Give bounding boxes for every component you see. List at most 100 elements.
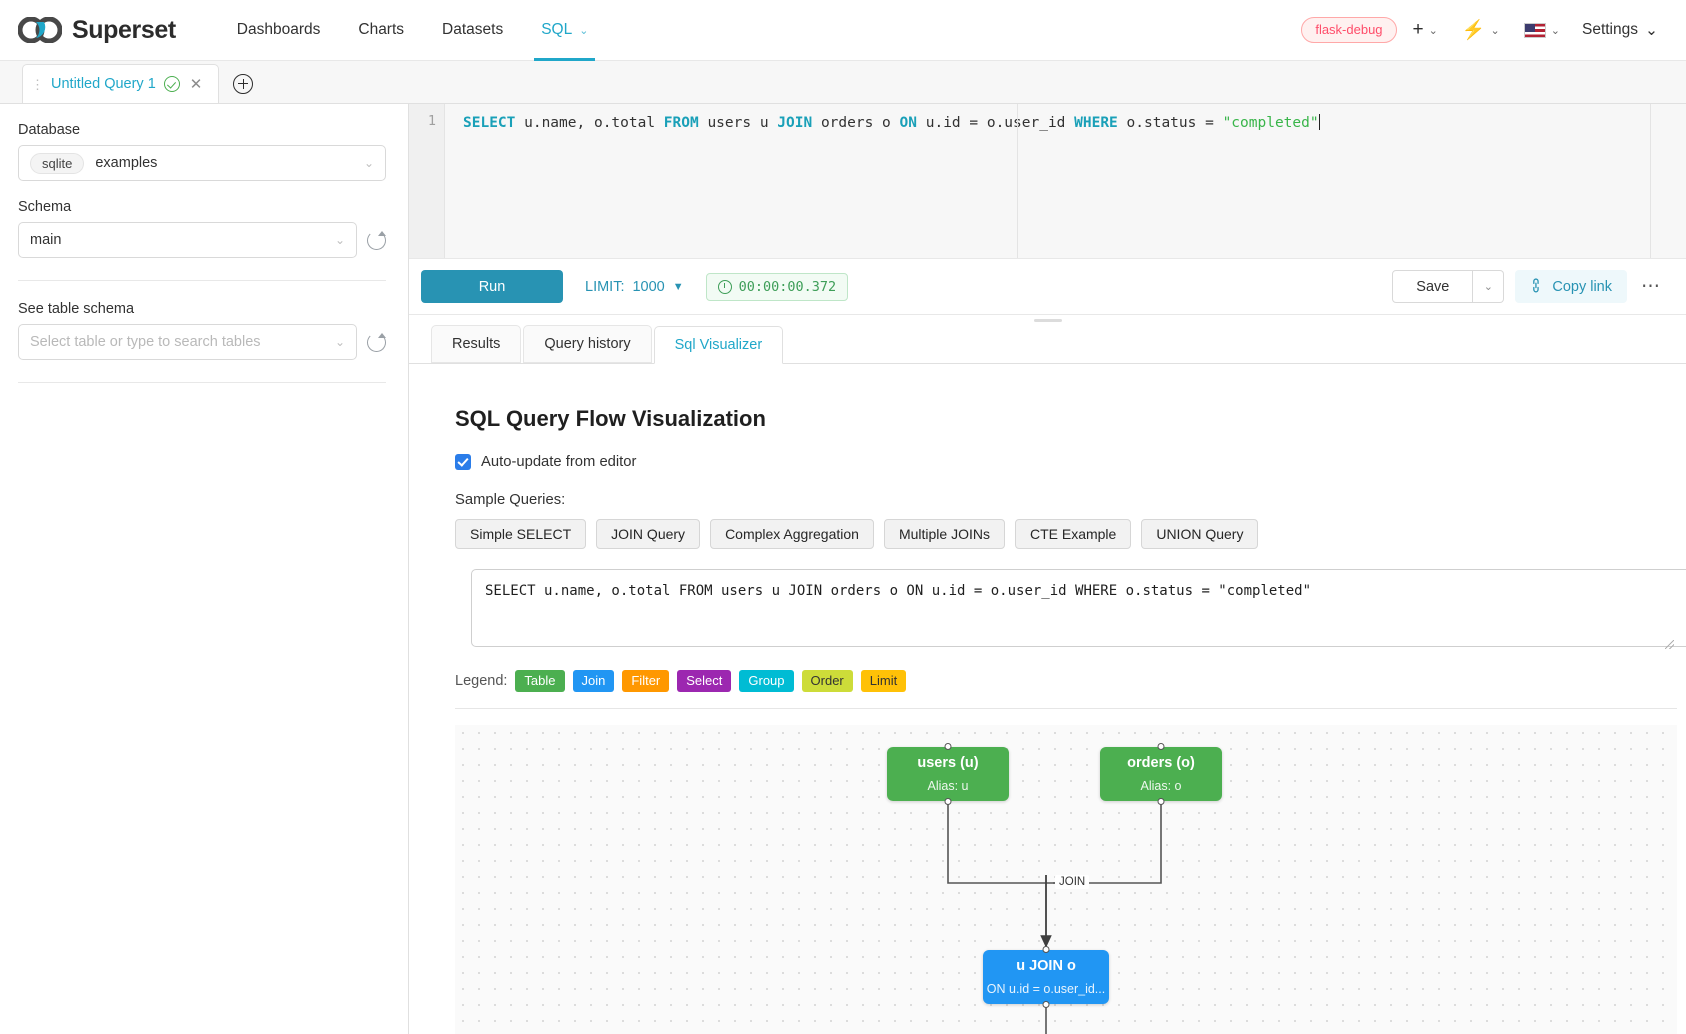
superset-logo-icon <box>18 17 62 43</box>
timer-value: 00:00:00.372 <box>738 278 837 295</box>
chevron-down-icon: ⌄ <box>1490 24 1500 37</box>
right-panel: 1 SELECT u.name, o.total FROM users u JO… <box>409 104 1686 1034</box>
see-table-schema-label: See table schema <box>18 301 135 317</box>
nav-link-label: Charts <box>358 21 405 38</box>
node-handle-top[interactable] <box>1042 946 1050 953</box>
node-handle-top[interactable] <box>1157 743 1165 750</box>
save-button[interactable]: Save <box>1392 270 1474 303</box>
sample-query-button-0[interactable]: Simple SELECT <box>455 519 587 549</box>
clock-icon <box>717 279 732 294</box>
limit-dropdown[interactable]: LIMIT: 1000 ▼ <box>585 279 684 295</box>
database-select[interactable]: sqlite examples ⌄ <box>18 145 386 181</box>
node-handle-bottom[interactable] <box>1042 1001 1050 1008</box>
copy-link-label: Copy link <box>1552 278 1612 295</box>
flow-node-users[interactable]: users (u) Alias: u <box>887 743 1009 805</box>
schema-label: Schema <box>18 199 72 215</box>
settings-menu[interactable]: Settings ⌄ <box>1576 21 1664 40</box>
chevron-down-icon: ⌄ <box>363 156 374 170</box>
tab-query-history[interactable]: Query history <box>523 325 652 363</box>
sample-query-button-1[interactable]: JOIN Query <box>596 519 701 549</box>
save-dropdown-button[interactable]: ⌄ <box>1473 270 1505 303</box>
flow-node-title: users (u) <box>917 755 979 772</box>
sql-editor[interactable]: 1 SELECT u.name, o.total FROM users u JO… <box>409 104 1686 259</box>
schema-row: main ⌄ <box>18 222 386 258</box>
node-handle-bottom[interactable] <box>1157 798 1165 805</box>
sample-query-button-3[interactable]: Multiple JOINs <box>883 519 1005 549</box>
nav-link-label: Dashboards <box>236 21 321 38</box>
tab-results[interactable]: Results <box>431 325 522 363</box>
toolbar-right: Save ⌄ Copy link ⋯ <box>1392 270 1664 303</box>
more-options-icon[interactable]: ⋯ <box>1641 276 1661 297</box>
code-token: ON <box>899 115 917 131</box>
nav-link-sql[interactable]: SQL ⌄ <box>522 0 607 61</box>
drag-handle-icon[interactable]: ⋮ <box>31 76 44 92</box>
code-token: WHERE <box>1074 115 1118 131</box>
flow-node-orders[interactable]: orders (o)Alias: o <box>1100 743 1222 805</box>
sample-query-button-5[interactable]: UNION Query <box>1141 519 1259 549</box>
flow-node-subtitle: ON u.id = o.user_id... <box>986 981 1106 996</box>
flow-node-title: u JOIN o <box>1016 958 1076 975</box>
query-textarea[interactable] <box>471 569 1686 647</box>
nav-link-dashboards[interactable]: Dashboards <box>218 0 340 61</box>
link-icon <box>1526 276 1548 298</box>
flow-node-subtitle: Alias: u <box>927 778 969 793</box>
close-icon[interactable]: ✕ <box>189 75 203 93</box>
refresh-tables-icon[interactable] <box>367 332 386 352</box>
panel-splitter[interactable] <box>409 315 1686 325</box>
add-query-tab-button[interactable] <box>219 64 267 103</box>
auto-update-row: Auto-update from editor <box>455 454 1650 470</box>
copy-link-button[interactable]: Copy link <box>1515 270 1627 303</box>
chevron-down-icon: ⌄ <box>1550 24 1560 37</box>
table-select[interactable]: Select table or type to search tables ⌄ <box>18 324 357 360</box>
code-token: FROM <box>663 115 699 131</box>
code-token: u.name, o.total <box>515 115 664 131</box>
editor-gutter: 1 <box>409 104 445 258</box>
language-selector[interactable]: ⌄ <box>1516 19 1568 42</box>
flow-canvas[interactable]: users (u) Alias: u orders (o)Alias: o u JOI… <box>455 725 1677 1034</box>
schema-select[interactable]: main ⌄ <box>18 222 357 258</box>
sample-query-button-4[interactable]: CTE Example <box>1014 519 1132 549</box>
sample-query-button-2[interactable]: Complex Aggregation <box>710 519 874 549</box>
query-tab-untitled-query-1[interactable]: ⋮ Untitled Query 1 ✕ <box>22 64 220 103</box>
splitter-handle[interactable] <box>1033 318 1062 322</box>
main-body: Database sqlite examples ⌄ Schema main ⌄… <box>0 104 1686 1034</box>
flask-debug-badge: flask-debug <box>1301 17 1397 43</box>
settings-label: Settings <box>1581 21 1638 38</box>
node-handle-bottom[interactable] <box>944 798 952 805</box>
brand-name: Superset <box>72 15 176 44</box>
run-button[interactable]: Run <box>421 270 563 303</box>
schema-value: main <box>30 232 62 248</box>
nav-link-datasets[interactable]: Datasets <box>423 0 522 61</box>
database-value: examples <box>95 155 158 171</box>
legend-chip-join: Join <box>572 670 615 692</box>
bolt-button[interactable]: ⚡ ⌄ <box>1454 14 1508 46</box>
tab-label: Results <box>452 336 501 352</box>
result-tabs: Results Query history Sql Visualizer <box>409 325 1686 364</box>
query-timer: 00:00:00.372 <box>705 272 849 301</box>
auto-update-checkbox[interactable] <box>455 454 471 470</box>
sample-queries-label: Sample Queries: <box>455 492 566 508</box>
legend-chip-group: Group <box>739 670 794 692</box>
query-tab-label: Untitled Query 1 <box>51 76 156 92</box>
panel-divider-2 <box>18 382 386 383</box>
legend-chip-filter: Filter <box>622 670 670 692</box>
database-label: Database <box>18 122 81 138</box>
table-placeholder: Select table or type to search tables <box>30 334 261 350</box>
new-item-button[interactable]: + ⌄ <box>1405 15 1446 45</box>
code-token: "completed" <box>1222 115 1319 131</box>
refresh-schema-icon[interactable] <box>367 230 386 250</box>
editor-code[interactable]: SELECT u.name, o.total FROM users u JOIN… <box>445 104 1686 258</box>
text-cursor <box>1318 114 1320 130</box>
brand-logo-group[interactable]: Superset <box>18 16 176 45</box>
tab-sql-visualizer[interactable]: Sql Visualizer <box>653 326 784 364</box>
flow-node-join[interactable]: u JOIN o ON u.id = o.user_id... <box>983 946 1109 1008</box>
flow-edge-label-join: JOIN <box>1055 875 1090 889</box>
editor-guide-line <box>1017 104 1018 258</box>
node-handle-top[interactable] <box>944 743 952 750</box>
code-token: orders o <box>812 115 900 131</box>
legend-chip-limit: Limit <box>860 670 907 692</box>
nav-link-charts[interactable]: Charts <box>339 0 423 61</box>
sql-visualizer-panel: SQL Query Flow Visualization Auto-update… <box>409 364 1686 1034</box>
